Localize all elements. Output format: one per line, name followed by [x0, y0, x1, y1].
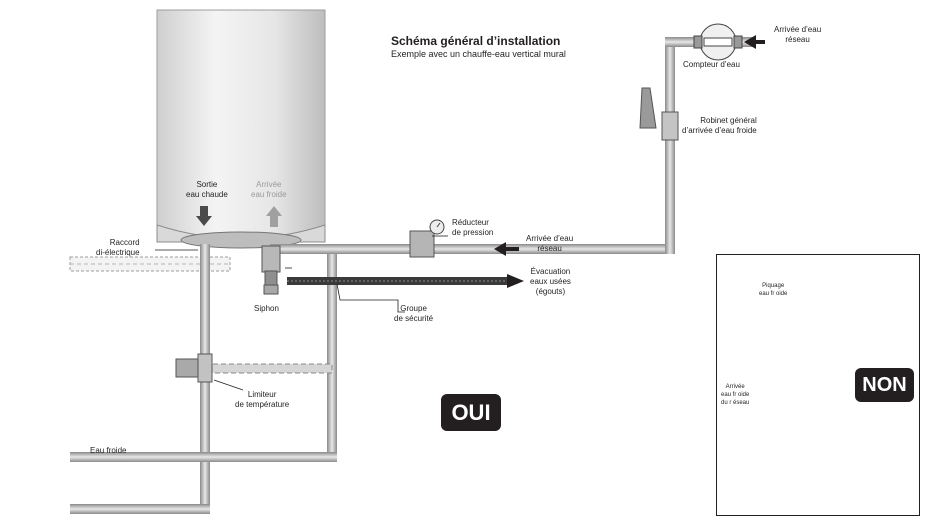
cold-inlet-arrow-icon	[266, 206, 282, 227]
pressure-reducer	[409, 219, 445, 258]
siphon	[263, 284, 279, 295]
leader-lines	[155, 235, 448, 391]
meter-inlet-label: Arrivée d’eau réseau	[774, 25, 822, 44]
temperature-limiter	[175, 353, 213, 383]
raccord-label: Raccord di-électrique	[96, 238, 140, 257]
drain-arrow-icon	[507, 274, 524, 288]
network-inlet-arrow-icon	[494, 242, 506, 256]
network-inlet-label: Arrivée d’eau réseau	[526, 234, 574, 253]
water-meter	[693, 23, 743, 61]
network-inlet-arrow-tail	[505, 247, 519, 251]
piquage-label: Piquage eau fr oide	[759, 283, 788, 297]
cold-water-label: Eau froide	[90, 446, 127, 455]
hot-outlet-label: Sortie eau chaude	[186, 180, 228, 199]
drain-label: Évacuation eaux usées (égouts)	[530, 267, 571, 296]
water-heater	[156, 9, 326, 249]
main-valve-label: Robinet général d’arrivée d’eau froide	[682, 116, 757, 135]
water-meter-label: Compteur d’eau	[683, 60, 740, 69]
hot-outlet-arrow-icon	[196, 206, 212, 226]
cold-inlet-label: Arrivée eau froide	[251, 180, 287, 199]
security-group	[261, 245, 281, 286]
main-valve	[639, 87, 679, 141]
correct-badge: OUI	[441, 394, 501, 431]
meter-inlet-arrow-tail	[755, 40, 765, 44]
meter-inlet-arrow-icon	[744, 35, 756, 49]
siphon-label: Siphon	[254, 304, 279, 313]
pressure-reducer-label: Réducteur de pression	[452, 218, 494, 237]
diagram-title: Schéma général d’installation	[391, 34, 561, 48]
inset-inlet-label: Arrivée eau fr oide du r éseau	[721, 384, 750, 406]
incorrect-badge: NON	[855, 368, 914, 402]
temperature-limiter-label: Limiteur de température	[235, 390, 290, 409]
diagram-subtitle: Exemple avec un chauffe-eau vertical mur…	[391, 49, 566, 59]
security-group-label: Groupe de sécurité	[394, 304, 434, 323]
